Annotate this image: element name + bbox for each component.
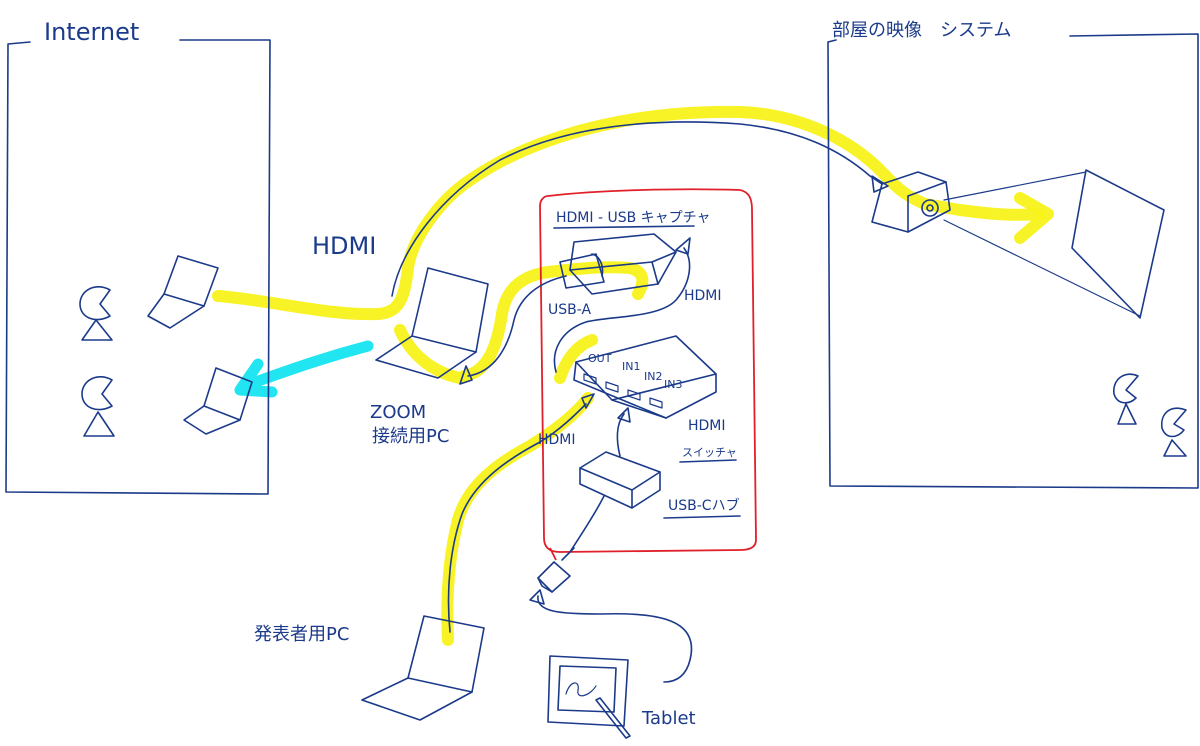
switch-port-in3: IN3 xyxy=(664,378,682,391)
remote-person-2 xyxy=(81,376,115,437)
hdmi-out-label: HDMI xyxy=(684,288,722,304)
presenter-laptop-icon xyxy=(361,615,485,721)
zoom-pc-label-2: 接続用PC xyxy=(372,426,449,447)
usbc-cable xyxy=(529,495,693,683)
switch-port-in2: IN2 xyxy=(644,370,662,383)
usb-a-arrowhead-icon xyxy=(459,365,473,385)
capture-box-tail xyxy=(549,547,557,561)
person-head-icon xyxy=(1161,407,1187,438)
zoom-pc: ZOOM 接続用PC xyxy=(370,267,489,447)
remote-laptop-1-icon xyxy=(147,255,219,329)
audience-person-1 xyxy=(1113,373,1139,425)
usb-a-label: USB-A xyxy=(548,302,591,318)
tablet-label: Tablet xyxy=(641,708,696,729)
hdmi-usb-capture-icon xyxy=(559,233,677,295)
projection-screen-icon xyxy=(1071,169,1165,319)
hdmi-switcher-icon xyxy=(573,335,717,419)
switch-label: HDMI xyxy=(688,418,726,434)
projection-beam xyxy=(943,171,1141,317)
capture-box-border xyxy=(539,188,757,553)
yellow-arrowhead-screen xyxy=(1014,192,1054,244)
hdmi-projector-label: HDMI xyxy=(312,232,376,260)
hdmi-switch-to-capture-cable xyxy=(553,247,691,373)
audience-person-2 xyxy=(1161,407,1187,457)
tablet-icon xyxy=(547,655,629,727)
tablet: Tablet xyxy=(547,655,696,739)
tablet-cable-arrowhead-icon xyxy=(529,589,545,605)
person-body-icon xyxy=(1163,439,1187,457)
presenter-pc-label: 発表者用PC xyxy=(254,624,349,645)
cyan-arrow-to-internet xyxy=(234,340,374,398)
capture-title: HDMI - USB キャプチャ xyxy=(556,210,711,226)
cyan-arrow-shaft xyxy=(244,340,374,390)
yellow-path-zoom-pc-loop xyxy=(394,324,466,384)
person-body-icon xyxy=(1117,403,1137,425)
person-body-icon xyxy=(81,319,113,341)
remote-laptop-2-icon xyxy=(183,367,253,435)
internet-region: Internet xyxy=(5,18,271,495)
capture-switch-box: HDMI - USB キャプチャ USB-A HDMI OUT xyxy=(459,188,757,561)
switch-sublabel-underline xyxy=(679,459,737,463)
switch-sublabel: スイッチャ xyxy=(682,446,737,459)
presenter-pc: 発表者用PC xyxy=(254,403,587,721)
usb-a-cable xyxy=(467,275,567,377)
cyan-arrow-head xyxy=(234,358,278,398)
zoom-laptop-icon xyxy=(375,267,489,379)
usbc-hub-label: USB-Cハブ xyxy=(668,497,740,514)
hdmi-capture-arrowhead-icon xyxy=(675,237,691,255)
tablet-cable xyxy=(537,595,693,683)
yellow-path-zoom-to-projector xyxy=(212,105,1046,321)
room-av-boundary xyxy=(827,33,1199,489)
person-head-icon xyxy=(1113,373,1139,404)
stylus-icon xyxy=(595,697,631,739)
internet-boundary xyxy=(5,39,271,495)
room-av-region: 部屋の映像 システム xyxy=(827,20,1199,489)
usbc-hub-arrowhead-icon xyxy=(617,407,631,423)
usbc-hub-to-switch-cable xyxy=(616,413,625,457)
projector-icon xyxy=(871,171,951,233)
capture-title-underline xyxy=(553,225,695,229)
yellow-path-usb-a xyxy=(458,261,649,382)
person-body-icon xyxy=(83,411,115,437)
switch-port-in1: IN1 xyxy=(622,360,640,373)
usbc-plug-icon xyxy=(537,561,571,593)
presenter-hdmi-cable xyxy=(447,403,587,633)
zoom-pc-label-1: ZOOM xyxy=(370,402,426,423)
remote-person-1 xyxy=(79,286,113,341)
hdmi-in-label: HDMI xyxy=(538,432,576,448)
internet-label: Internet xyxy=(44,18,139,46)
person-head-icon xyxy=(79,286,111,321)
yellow-path-switch-out xyxy=(554,334,598,384)
usbc-hub-label-underline xyxy=(663,515,741,519)
hdmi-cable-to-projector xyxy=(391,121,883,297)
room-av-label: 部屋の映像 システム xyxy=(832,20,1011,41)
person-head-icon xyxy=(81,376,113,411)
switch-port-out: OUT xyxy=(588,352,612,365)
usbc-hub-icon xyxy=(579,451,661,509)
hdmi-in-arrowhead-icon xyxy=(581,393,595,409)
